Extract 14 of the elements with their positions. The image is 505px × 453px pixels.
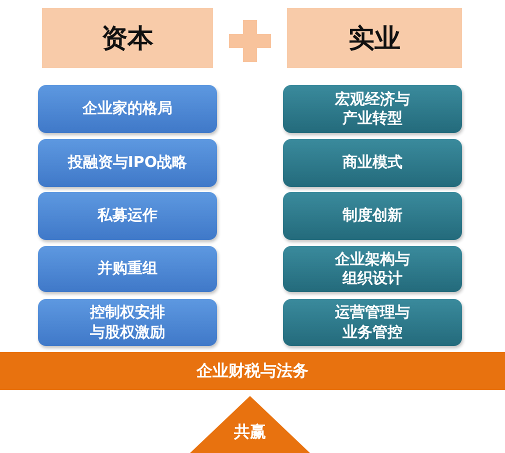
header-box: 资本 xyxy=(42,8,213,68)
topic-box: 控制权安排与股权激励 xyxy=(38,299,217,346)
triangle-label: 共赢 xyxy=(233,422,267,443)
topic-box: 商业模式 xyxy=(283,139,462,187)
topic-box: 投融资与IPO战略 xyxy=(38,139,217,187)
topic-box: 宏观经济与产业转型 xyxy=(283,85,462,133)
topic-box: 运营管理与业务管控 xyxy=(283,299,462,346)
topic-box: 企业架构与组织设计 xyxy=(283,246,462,292)
foundation-bar: 企业财税与法务 xyxy=(0,352,505,390)
topic-box: 制度创新 xyxy=(283,192,462,240)
header-box: 实业 xyxy=(287,8,462,68)
topic-box: 并购重组 xyxy=(38,246,217,292)
topic-box: 私募运作 xyxy=(38,192,217,240)
topic-box: 企业家的格局 xyxy=(38,85,217,133)
